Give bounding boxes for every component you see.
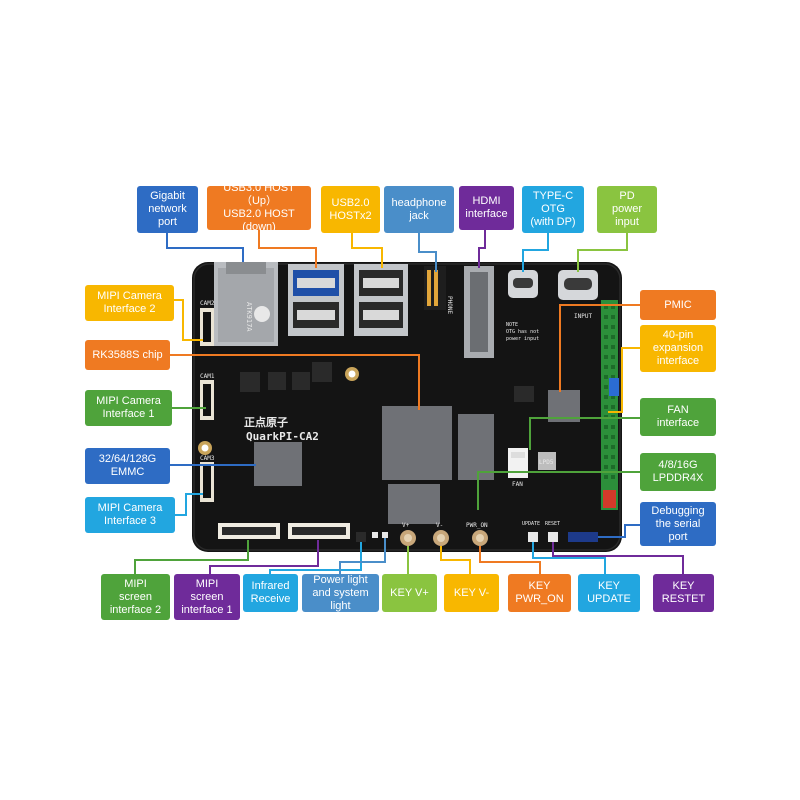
label-mipi-cam3: MIPI Camera Interface 3	[85, 497, 175, 533]
label-usb3: USB3.0 HOST（Up） USB2.0 HOST (down)	[207, 186, 311, 230]
power-led	[372, 532, 378, 538]
lpddr-chip-2	[388, 484, 440, 524]
label-infrared: Infrared Receive	[243, 574, 298, 612]
cam3-text: CAM3	[200, 455, 215, 462]
key-reset-button	[548, 532, 558, 542]
vminus-text: V-	[436, 522, 443, 529]
label-key-vplus: KEY V+	[382, 574, 437, 612]
lpd5-text: LPD5	[539, 459, 554, 466]
brand-text: 正点原子	[244, 415, 288, 429]
pmic-chip	[548, 390, 580, 422]
gpio-header	[601, 300, 619, 510]
pwron-text: PWR_ON	[466, 522, 488, 529]
label-mipi-screen2: MIPI screen interface 2	[101, 574, 170, 620]
cam1-text: CAM1	[200, 373, 215, 380]
model-text: QuarkPI-CA2	[246, 430, 319, 443]
lpddr-chip	[458, 414, 494, 480]
svg-text:power input: power input	[506, 336, 539, 342]
label-fan: FAN interface	[640, 398, 716, 436]
label-rk3588s: RK3588S chip	[85, 340, 170, 370]
label-lpddr4x: 4/8/16G LPDDR4X	[640, 453, 716, 491]
phone-text: PHONE	[446, 296, 453, 314]
small-chip	[240, 372, 260, 392]
fan-text: FAN	[512, 481, 523, 488]
label-gigabit: Gigabit network port	[137, 186, 198, 233]
debug-serial-connector	[568, 532, 598, 542]
vplus-text: V+	[402, 522, 410, 529]
emmc-chip	[254, 442, 302, 486]
label-mipi-cam2: MIPI Camera Interface 2	[85, 285, 174, 321]
label-key-reset: KEY RESTET	[653, 574, 714, 612]
label-debug: Debugging the serial port	[640, 502, 716, 546]
label-typec: TYPE-C OTG (with DP)	[522, 186, 584, 233]
label-usb2: USB2.0 HOSTx2	[321, 186, 380, 233]
usb3-port	[288, 264, 344, 336]
update-text: UPDATE	[522, 521, 540, 527]
label-key-update: KEY UPDATE	[578, 574, 640, 612]
label-key-pwron: KEY PWR_ON	[508, 574, 571, 612]
eth-chip-text: ATK917A	[245, 302, 253, 332]
cam2-text: CAM2	[200, 300, 215, 307]
note-text: NOTE	[506, 322, 518, 328]
label-mipi-cam1: MIPI Camera Interface 1	[85, 390, 172, 426]
label-mipi-screen1: MIPI screen interface 1	[174, 574, 240, 620]
system-led	[382, 532, 388, 538]
headphone-jack	[424, 266, 446, 310]
input-text: INPUT	[574, 313, 592, 320]
label-emmc: 32/64/128G EMMC	[85, 448, 170, 484]
label-powerlight: Power light and system light	[302, 574, 379, 612]
rk3588s-soc	[382, 406, 452, 480]
usb2-port	[354, 264, 408, 336]
reset-text: RESET	[545, 521, 560, 527]
svg-text:OTG has not: OTG has not	[506, 329, 539, 335]
label-headphone: headphone jack	[384, 186, 454, 233]
label-hdmi: HDMI interface	[459, 186, 514, 230]
ir-receiver	[356, 532, 366, 542]
label-pd: PD power input	[597, 186, 657, 233]
label-gpio40: 40-pin expansion interface	[640, 325, 716, 372]
hdmi-port	[464, 266, 494, 358]
label-pmic: PMIC	[640, 290, 716, 320]
label-key-vminus: KEY V-	[444, 574, 499, 612]
key-update-button	[528, 532, 538, 542]
